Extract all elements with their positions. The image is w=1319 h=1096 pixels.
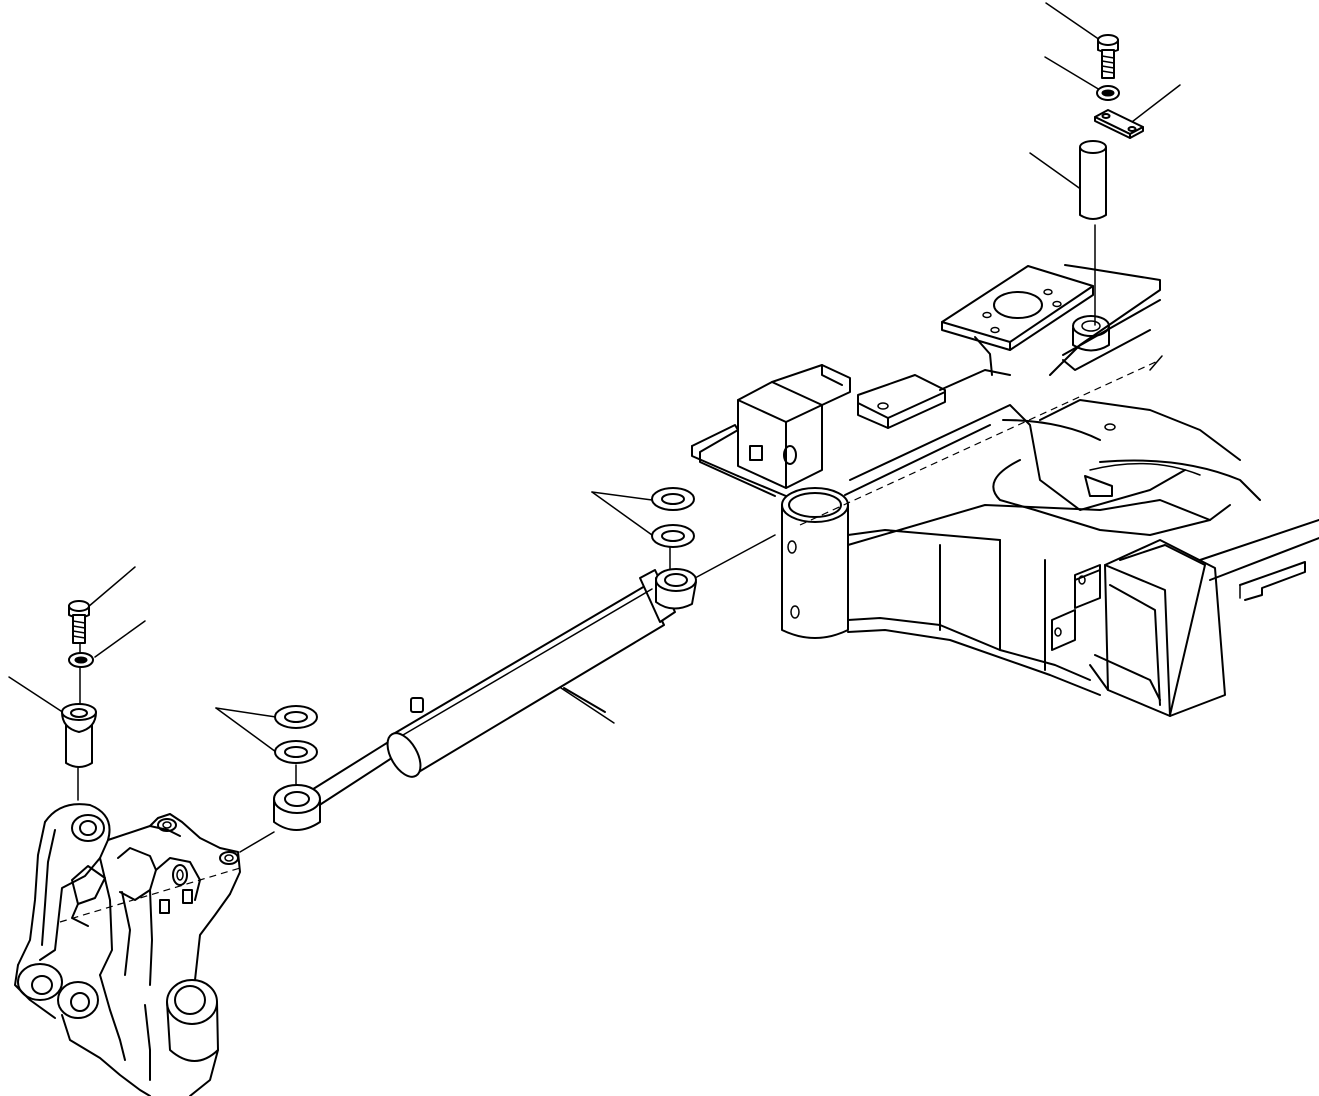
bolt-left <box>68 600 90 644</box>
bolt-top-right <box>1097 34 1119 79</box>
callout-leaders <box>8 2 1181 753</box>
washer-pair-right <box>651 487 695 548</box>
pin-left <box>61 703 97 768</box>
lock-plate-top-right <box>1094 109 1144 139</box>
washer-top-right <box>1096 85 1120 101</box>
steering-cylinder <box>273 568 697 831</box>
washer-left <box>68 652 94 668</box>
steering-knuckle <box>14 803 241 1096</box>
axle-frame <box>691 264 1319 717</box>
washer-pair-left <box>274 705 318 764</box>
pin-top-right <box>1079 140 1107 220</box>
